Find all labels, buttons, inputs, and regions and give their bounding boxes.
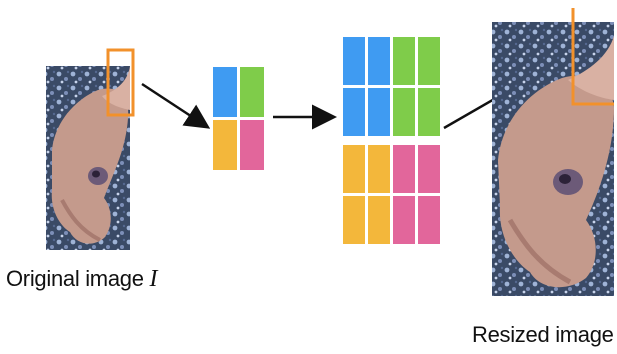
grid-cell-yellow	[213, 120, 237, 170]
grid-cell-pink	[393, 145, 415, 193]
arrow-original-to-grid	[141, 82, 211, 129]
grid-cell-pink	[393, 196, 415, 244]
grid-cell-blue	[213, 67, 237, 117]
grid-cell-pink	[418, 145, 440, 193]
grid-cell-yellow	[368, 196, 390, 244]
upsampled-pixel-grid	[343, 37, 440, 244]
resized-caption-text: Resized image	[472, 322, 614, 347]
small-pixel-grid	[213, 67, 264, 170]
original-caption: Original image I	[6, 266, 157, 293]
grid-cell-pink	[240, 120, 264, 170]
grid-cell-green	[418, 37, 440, 85]
grid-cell-green	[393, 88, 415, 136]
grid-cell-yellow	[343, 145, 365, 193]
grid-cell-green	[418, 88, 440, 136]
resized-highlight-box	[571, 8, 614, 106]
grid-cell-green	[240, 67, 264, 117]
grid-cell-blue	[368, 37, 390, 85]
grid-cell-blue	[368, 88, 390, 136]
original-caption-text: Original image	[6, 266, 144, 291]
original-image	[46, 48, 135, 250]
resized-image	[492, 8, 614, 296]
original-symbol: I	[149, 266, 158, 292]
grid-cell-blue	[343, 88, 365, 136]
grid-cell-pink	[418, 196, 440, 244]
crop-highlight-box	[106, 48, 135, 117]
grid-cell-blue	[343, 37, 365, 85]
resized-caption: Resized image I′	[472, 322, 617, 349]
grid-cell-green	[393, 37, 415, 85]
grid-cell-yellow	[343, 196, 365, 244]
grid-cell-yellow	[368, 145, 390, 193]
